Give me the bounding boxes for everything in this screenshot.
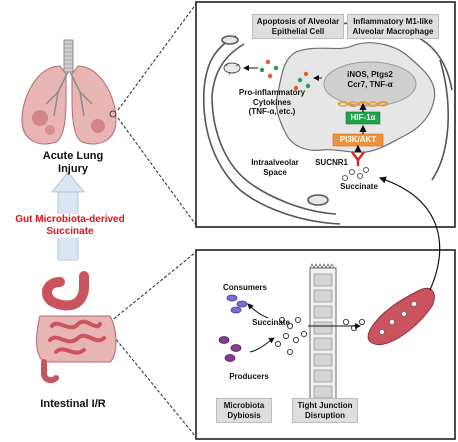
intestinal-ir-label: Intestinal I/R [40, 398, 106, 410]
acute-lung-injury-label: Acute Lung Injury [42, 150, 104, 176]
pi3k-label: PI3K/AKT [339, 135, 377, 144]
vessel-to-lung-arrow [378, 176, 441, 291]
succinate-dots-gut [274, 316, 366, 356]
consumers-label: Consumers [222, 283, 267, 292]
succinate-gut-label: Succinate [252, 318, 290, 327]
producer-bacteria-icon [218, 336, 242, 362]
genes-label: iNOS, Ptgs2 Ccr7, TNF-α [347, 70, 393, 89]
epithelial-column [309, 263, 337, 419]
apoptosis-tag: Apoptosis of Alveolar Epithelial Cell [252, 14, 344, 40]
intraalveolar-space-label: Intraalveolar Space [251, 158, 299, 177]
cytokines-label: Pro-inflammatory Cytokines (TNF-α, etc.) [238, 88, 306, 117]
sucnr1-label: SUCNR1 [315, 158, 348, 167]
hif-label: HIF-1α [350, 113, 376, 122]
dna-helix-icon [337, 101, 389, 107]
producers-label: Producers [229, 372, 269, 381]
lung-illustration [21, 39, 117, 145]
cytokine-dots [259, 59, 311, 91]
zoom-line-gut-top [109, 251, 197, 323]
macrophage-tag: Inflammatory M1-like Alveolar Macrophage [347, 14, 439, 40]
apoptotic-cell-icon [223, 62, 241, 76]
blood-vessel-icon [367, 287, 435, 345]
succinate-lung-label: Succinate [340, 182, 378, 191]
dysbiosis-tag: Microbiota Dybiosis [216, 398, 272, 424]
gut-illustration [36, 271, 117, 384]
consumer-bacteria-icon [226, 294, 248, 314]
zoom-line-lung-bottom [117, 117, 197, 226]
succinate-dots-lung [342, 167, 369, 181]
zoom-line-gut-bottom [109, 331, 197, 438]
sucnr1-receptor-icon [351, 151, 365, 166]
zoom-line-lung-top [117, 3, 197, 111]
tight-junction-tag: Tight Junction Disruption [292, 398, 358, 424]
up-arrow [51, 171, 85, 261]
gut-succinate-label: Gut Microbiota-derived Succinate [10, 214, 130, 238]
